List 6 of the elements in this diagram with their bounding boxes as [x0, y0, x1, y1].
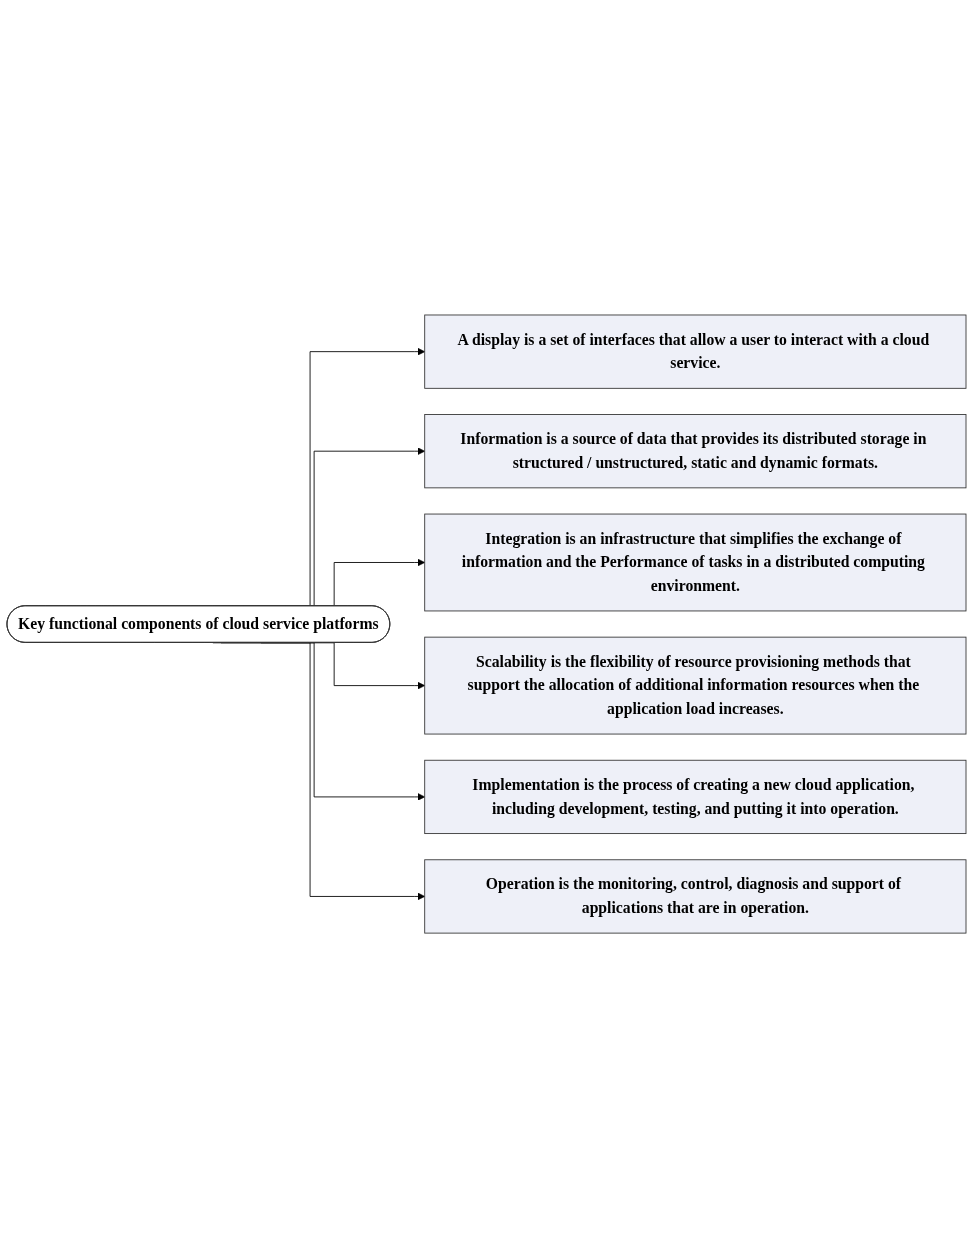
node-box: Implementation is the process of creating a new cloud application, including development, testing, and putting it into operation. [424, 760, 967, 835]
node-box: Scalability is the flexibility of resource provisioning methods that support the allocation of additional information resources when the application load increases. [424, 637, 967, 735]
node-box: A display is a set of interfaces that allow a user to interact with a cloud service. [424, 315, 967, 390]
node-box: Operation is the monitoring, control, diagnosis and support of applications that are in operation. [424, 859, 967, 934]
node-box: Integration is an infrastructure that simplifies the exchange of information and the Performance of tasks in a distributed computing environment. [424, 514, 967, 612]
node-box: Information is a source of data that provides its distributed storage in structured / unstructured, static and dynamic formats. [424, 414, 967, 489]
